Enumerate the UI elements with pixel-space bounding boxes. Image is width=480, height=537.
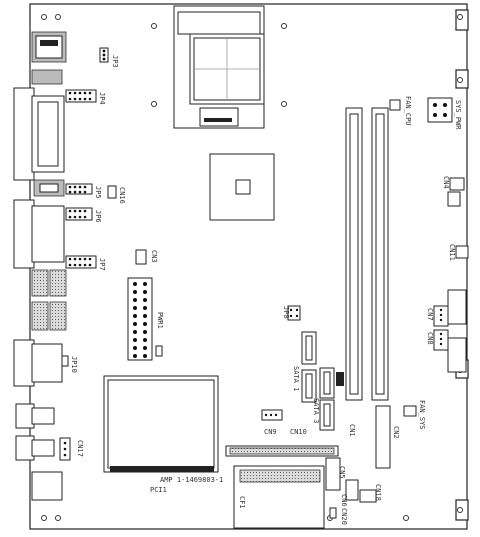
- jumper-jp7: JP7: [65, 255, 106, 271]
- jumper-jp10: JP10: [61, 355, 78, 373]
- connector-cn4: CN4: [442, 176, 465, 207]
- pci-card-area: AMP 1-1469803-1 PCI1: [103, 375, 223, 494]
- label-cn3: CN3: [150, 250, 158, 263]
- label-cn1: CN1: [348, 424, 356, 437]
- label-cn9: CN9: [264, 428, 277, 436]
- usb-connector-top: [31, 69, 63, 85]
- label-jp8: JP8: [282, 306, 290, 319]
- connector-cn5: CN5: [325, 457, 346, 491]
- connector-cn9: CN9: [261, 409, 283, 436]
- label-jp5: JP5: [94, 186, 102, 199]
- vga-port: [13, 339, 63, 387]
- connector-cn11: CN11: [448, 244, 469, 261]
- label-cn5: CN5: [338, 466, 346, 479]
- connector-cn13: [33, 179, 65, 197]
- right-edge-ports: [447, 289, 467, 373]
- label-cn8: CN8: [426, 332, 434, 345]
- label-cn20: CN20: [340, 508, 348, 525]
- audio-jacks: [15, 403, 55, 461]
- label-pwr1: PWR1: [156, 312, 164, 329]
- power-connector-pwr1: PWR1: [127, 277, 164, 361]
- connector-cn8: CN8: [426, 329, 449, 351]
- label-jp4: JP4: [98, 92, 106, 105]
- connector-cn6: CN6: [340, 479, 359, 507]
- dimm-slot-1: [345, 107, 363, 401]
- sata-connector-2: [319, 367, 335, 399]
- connector-cn18: CN18: [359, 484, 382, 503]
- label-pci1: PCI1: [150, 486, 167, 494]
- label-cf: CF1: [238, 496, 246, 509]
- usb-stack-2: [31, 301, 67, 331]
- connector-cn3: CN3: [135, 249, 158, 265]
- pci-slot: [225, 445, 339, 457]
- label-sata1: SATA 1: [292, 366, 300, 391]
- label-cn11: CN11: [448, 244, 456, 261]
- label-cn16: CN16: [118, 187, 126, 204]
- sata-connector-4: [301, 331, 317, 365]
- compact-flash-slot: CF1: [233, 465, 325, 529]
- cpu-socket: [173, 5, 265, 129]
- label-amp-part: AMP 1-1469803-1: [160, 476, 223, 484]
- chipset: [209, 153, 275, 221]
- connector-cn2: CN2: [375, 405, 400, 469]
- connector-cn1: CN1: [348, 424, 356, 437]
- connector-sys-pwr: SYS_PWR: [427, 97, 462, 130]
- bottom-port: [31, 471, 63, 501]
- label-jp6: JP6: [94, 210, 102, 223]
- connector-cn20: CN20: [329, 507, 348, 525]
- jumper-jp6: JP6: [65, 207, 102, 223]
- label-sata3: SATA 3: [312, 398, 320, 423]
- label-fan-cpu: FAN_CPU: [404, 96, 412, 126]
- label-cn18: CN18: [374, 484, 382, 501]
- label-jp10: JP10: [70, 356, 78, 373]
- connector-cn10: CN10: [290, 428, 307, 436]
- label-jp3: JP3: [111, 55, 119, 68]
- mounting-holes: [41, 14, 463, 521]
- usb-stack-1: [31, 269, 67, 297]
- jumper-jp5: JP5: [65, 183, 102, 199]
- label-cn17: CN17: [76, 440, 84, 457]
- label-fan-sys: FAN_SYS: [418, 400, 426, 430]
- lan-connector: [31, 31, 67, 63]
- sata-connector-1: SATA 1: [292, 366, 317, 403]
- label-jp7: JP7: [98, 258, 106, 271]
- serial-port-2: [13, 199, 65, 269]
- connector-fan-cpu: FAN_CPU: [389, 96, 412, 126]
- label-cn10: CN10: [290, 428, 307, 436]
- connector-cn16: CN16: [107, 185, 126, 204]
- label-sys-pwr: SYS_PWR: [454, 100, 462, 130]
- label-cn7: CN7: [426, 308, 434, 321]
- jumper-jp4: JP4: [65, 89, 106, 105]
- label-cn6: CN6: [340, 494, 348, 507]
- sata-connector-3: SATA 3: [312, 398, 335, 431]
- jumper-jp8: JP8: [282, 305, 301, 321]
- dimm-slot-2: [371, 107, 389, 401]
- connector-fan-sys: FAN_SYS: [403, 400, 426, 430]
- label-cn2: CN2: [392, 426, 400, 439]
- sata-connector-small: [336, 372, 344, 386]
- label-cn4: CN4: [442, 176, 450, 189]
- connector-cn17: CN17: [59, 437, 84, 461]
- jumper-jp3: JP3: [99, 47, 119, 68]
- serial-port-1: [13, 87, 65, 181]
